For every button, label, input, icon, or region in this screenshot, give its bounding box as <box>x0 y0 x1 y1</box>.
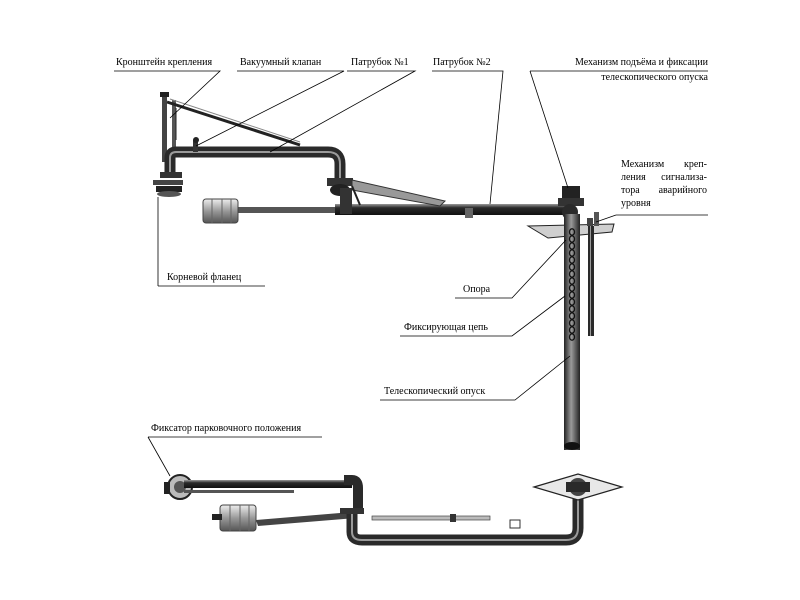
lower-bolt <box>450 514 456 522</box>
pipe-2 <box>238 179 565 218</box>
leader-lines <box>114 70 708 477</box>
label-alarm-mount-line1: Механизм креп- <box>621 159 707 170</box>
lower-view <box>164 473 625 546</box>
lower-rail <box>371 515 491 521</box>
label-lift-mechanism-line2: телескопического опуска <box>601 72 708 83</box>
label-support: Опора <box>463 284 491 295</box>
vacuum-valve <box>193 137 199 152</box>
lower-link <box>256 512 356 526</box>
label-mount-brackets: Кронштейн крепления <box>116 57 213 68</box>
mounting-bracket <box>160 92 301 162</box>
alarm-sensor-bracket <box>588 226 594 336</box>
lower-main-pipe <box>346 488 584 546</box>
label-root-flange: Корневой фланец <box>167 272 242 283</box>
lower-arm-upper <box>184 480 352 488</box>
lower-elbow <box>344 475 363 512</box>
lower-handle <box>509 519 521 529</box>
fixing-chain <box>568 228 576 341</box>
label-parking-lock: Фиксатор парковочного положения <box>151 423 302 434</box>
label-lift-mechanism-line1: Механизм подъёма и фиксации <box>574 57 708 68</box>
lower-flange <box>340 508 364 514</box>
upper-view <box>153 92 615 450</box>
counterweight <box>202 198 239 224</box>
label-alarm-mount-line4: уровня <box>621 198 651 209</box>
label-vacuum-valve: Вакуумный клапан <box>240 57 322 68</box>
label-alarm-mount-line3: тора аварийного <box>621 185 707 196</box>
lower-arm-rod <box>184 490 294 493</box>
counterweight-lower <box>212 504 257 532</box>
pipe-1 <box>164 146 353 196</box>
chain-link <box>568 333 576 341</box>
label-fixing-chain: Фиксирующая цепь <box>404 322 488 333</box>
label-pipe-2: Патрубок №2 <box>433 57 491 68</box>
label-pipe-1: Патрубок №1 <box>351 57 409 68</box>
label-alarm-mount-line2: ления сигнализа- <box>621 172 707 183</box>
lower-support <box>531 473 625 501</box>
telescopic-drop <box>564 214 580 450</box>
label-telescopic-drop: Телескопический опуск <box>384 386 486 397</box>
root-flange <box>153 172 183 197</box>
